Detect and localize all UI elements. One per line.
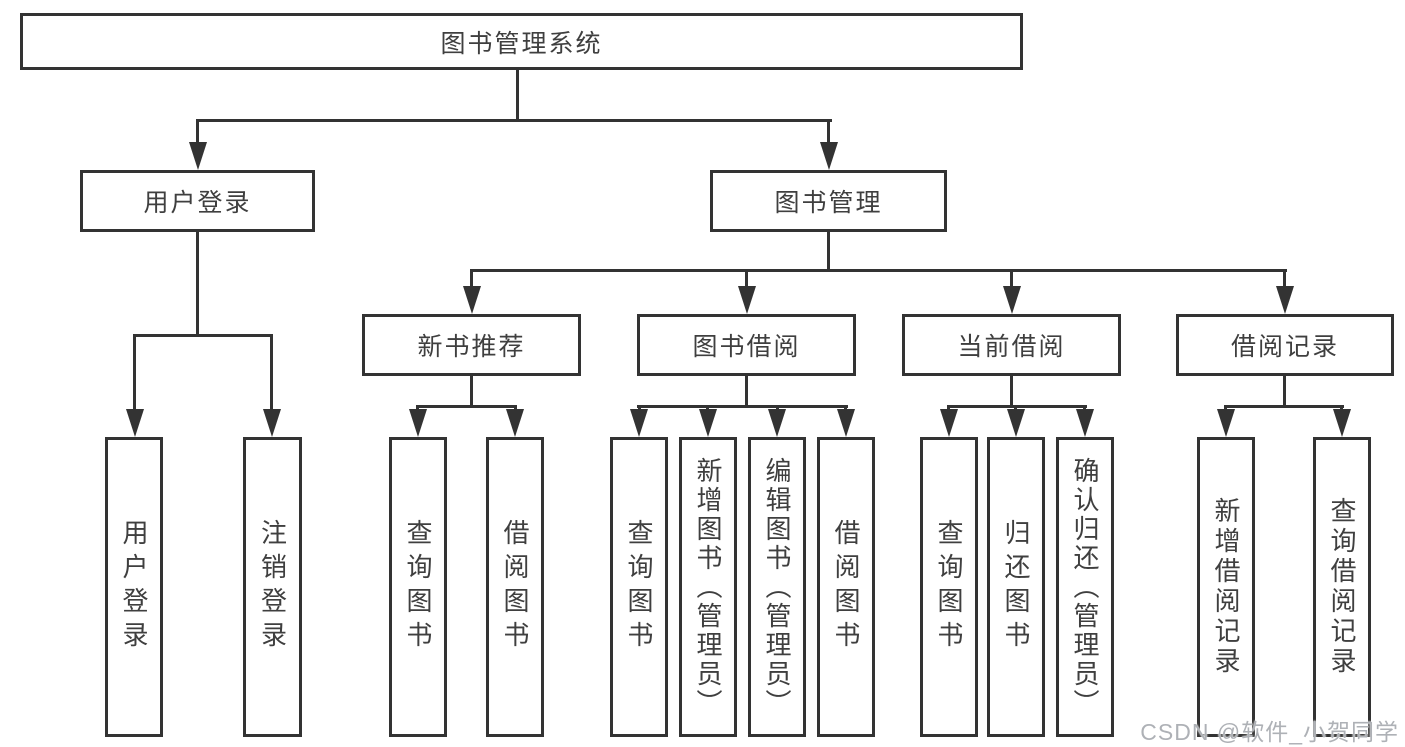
leaf-query-books-borrow: 查询图书: [610, 437, 668, 737]
leaf-add-books-admin: 新增图书（管理员）: [679, 437, 737, 737]
node-root: 图书管理系统: [20, 13, 1023, 70]
connector-bookborrow-stem: [745, 376, 748, 407]
node-current-borrowing: 当前借阅: [902, 314, 1121, 376]
arrow-down-icon: [820, 142, 838, 170]
connector-bookmgmt-stem: [827, 232, 830, 272]
arrow-down-icon: [409, 409, 427, 437]
leaf-query-borrow-record-label: 查询借阅记录: [1327, 497, 1357, 677]
leaf-add-borrow-record-label: 新增借阅记录: [1211, 497, 1241, 677]
leaf-query-borrow-record: 查询借阅记录: [1313, 437, 1371, 737]
node-new-book-recommendation: 新书推荐: [362, 314, 581, 376]
leaf-add-books-admin-label: 新增图书（管理员）: [693, 456, 723, 718]
node-book-borrow-label: 图书借阅: [692, 333, 801, 361]
connector-bookmgmt-drop-3: [1010, 269, 1013, 289]
connector-bookborrow-crossbar: [637, 405, 848, 408]
watermark: CSDN @软件_小贺同学: [1140, 719, 1399, 745]
leaf-edit-books-admin: 编辑图书（管理员）: [748, 437, 806, 737]
leaf-borrow-books-recommend-label: 借阅图书: [500, 519, 530, 655]
node-borrow-record-label: 借阅记录: [1230, 333, 1339, 361]
leaf-borrow-books-recommend: 借阅图书: [486, 437, 544, 737]
leaf-logout-login-label: 注销登录: [257, 519, 288, 655]
connector-bookmgmt-crossbar: [470, 269, 1287, 272]
connector-userlogin-crossbar: [133, 334, 273, 337]
connector-bookmgmt-drop-1: [470, 269, 473, 289]
node-book-management-label: 图书管理: [774, 189, 883, 217]
node-current-borrow-label: 当前借阅: [957, 333, 1066, 361]
leaf-query-books-recommend-label: 查询图书: [403, 519, 433, 655]
arrow-down-icon: [263, 409, 281, 437]
leaf-user-login-label: 用户登录: [119, 519, 149, 655]
node-user-login-label: 用户登录: [143, 189, 252, 217]
leaf-borrow-books-borrow-label: 借阅图书: [831, 519, 861, 655]
connector-userlogin-drop-1: [133, 334, 136, 412]
connector-userlogin-stem: [196, 232, 199, 337]
connector-root-right-drop: [827, 119, 830, 147]
node-new-book-label: 新书推荐: [417, 333, 526, 361]
leaf-query-books-current: 查询图书: [920, 437, 978, 737]
arrow-down-icon: [837, 409, 855, 437]
connector-root-stem: [516, 70, 519, 122]
arrow-down-icon: [699, 409, 717, 437]
arrow-down-icon: [189, 142, 207, 170]
node-book-management: 图书管理: [710, 170, 947, 232]
arrow-down-icon: [1076, 409, 1094, 437]
arrow-down-icon: [126, 409, 144, 437]
connector-userlogin-drop-2: [270, 334, 273, 412]
connector-newbook-crossbar: [416, 405, 517, 408]
leaf-borrow-books-borrow: 借阅图书: [817, 437, 875, 737]
connector-borrowrecord-crossbar: [1224, 405, 1344, 408]
connector-currentborrow-stem: [1010, 376, 1013, 407]
connector-newbook-stem: [470, 376, 473, 407]
connector-root-crossbar: [196, 119, 832, 122]
arrow-down-icon: [463, 286, 481, 314]
arrow-down-icon: [768, 409, 786, 437]
leaf-return-books-label: 归还图书: [1001, 519, 1031, 655]
leaf-return-books: 归还图书: [987, 437, 1045, 737]
arrow-down-icon: [738, 286, 756, 314]
leaf-add-borrow-record: 新增借阅记录: [1197, 437, 1255, 737]
arrow-down-icon: [1333, 409, 1351, 437]
connector-root-left-drop: [196, 119, 199, 147]
leaf-query-books-recommend: 查询图书: [389, 437, 447, 737]
arrow-down-icon: [1003, 286, 1021, 314]
leaf-confirm-return-admin: 确认归还（管理员）: [1056, 437, 1114, 737]
leaf-query-books-current-label: 查询图书: [934, 519, 964, 655]
connector-borrowrecord-stem: [1283, 376, 1286, 407]
leaf-query-books-borrow-label: 查询图书: [624, 519, 654, 655]
connector-bookmgmt-drop-4: [1283, 269, 1286, 289]
leaf-user-login: 用户登录: [105, 437, 163, 737]
arrow-down-icon: [1217, 409, 1235, 437]
arrow-down-icon: [506, 409, 524, 437]
connector-bookmgmt-drop-2: [745, 269, 748, 289]
leaf-logout-login: 注销登录: [243, 437, 302, 737]
connector-currentborrow-crossbar: [947, 405, 1087, 408]
arrow-down-icon: [1276, 286, 1294, 314]
arrow-down-icon: [940, 409, 958, 437]
arrow-down-icon: [1007, 409, 1025, 437]
node-user-login: 用户登录: [80, 170, 315, 232]
node-borrowing-records: 借阅记录: [1176, 314, 1394, 376]
leaf-edit-books-admin-label: 编辑图书（管理员）: [762, 456, 792, 718]
leaf-confirm-return-admin-label: 确认归还（管理员）: [1070, 456, 1100, 718]
node-book-borrowing: 图书借阅: [637, 314, 856, 376]
arrow-down-icon: [630, 409, 648, 437]
node-root-label: 图书管理系统: [440, 29, 603, 58]
